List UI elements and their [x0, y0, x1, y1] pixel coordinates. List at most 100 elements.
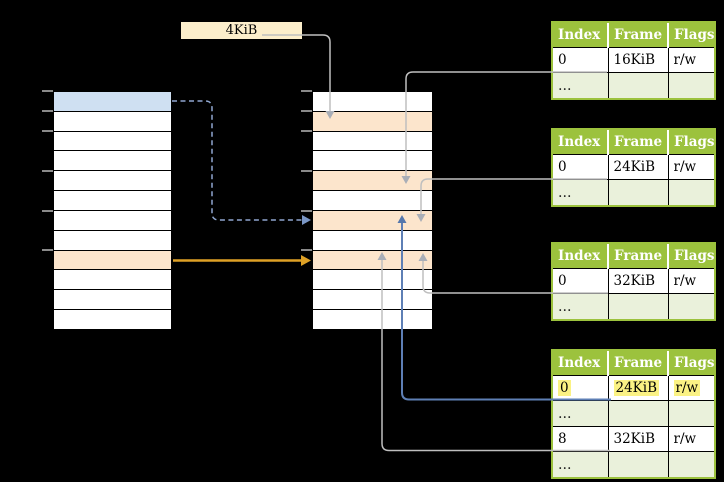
memory-cell-white — [54, 290, 171, 311]
table-cell — [667, 72, 714, 98]
highlighted-value: r/w — [673, 380, 701, 396]
memory-cell-white — [54, 230, 171, 251]
table-cell — [667, 451, 714, 477]
memory-cell-white — [313, 151, 432, 172]
memory-cell-orange — [313, 210, 432, 231]
tick-mark — [301, 210, 312, 212]
table-cell: … — [553, 451, 608, 477]
memory-cell-blue — [54, 92, 171, 112]
column-header-flags: Flags — [667, 23, 715, 48]
table-cell: 32KiB — [607, 426, 668, 452]
tick-mark — [301, 249, 312, 251]
memory-cell-white — [54, 171, 171, 192]
tick-mark — [42, 90, 53, 92]
table-cell: 0 — [553, 47, 608, 73]
arrow-virtual-orange-head — [301, 255, 311, 266]
table-cell: 0 — [553, 154, 608, 180]
memory-cell-white — [54, 111, 171, 132]
table-cell — [607, 400, 668, 427]
table-row: … — [553, 293, 714, 319]
highlighted-value: 0 — [558, 380, 571, 396]
table-cell: r/w — [667, 426, 714, 452]
memory-cell-white — [54, 310, 171, 329]
table-cell: 8 — [553, 426, 608, 452]
memory-cell-white — [54, 131, 171, 152]
table-cell: r/w — [667, 47, 714, 73]
table-row: … — [553, 72, 714, 98]
memory-cell-orange — [313, 111, 432, 132]
memory-cell-orange — [313, 250, 432, 271]
tick-mark — [301, 170, 312, 172]
tick-mark — [42, 249, 53, 251]
table-cell — [607, 451, 668, 477]
memory-cell-white — [54, 151, 171, 172]
memory-cell-white — [313, 230, 432, 251]
table-cell: 0 — [553, 268, 608, 294]
column-header-flags: Flags — [667, 351, 715, 376]
column-header-frame: Frame — [607, 130, 668, 155]
tick-mark — [42, 170, 53, 172]
tick-mark — [42, 130, 53, 132]
table-cell: 0 — [553, 375, 608, 401]
column-header-frame: Frame — [607, 351, 668, 376]
memory-cell-white — [54, 210, 171, 231]
column-header-index: Index — [553, 244, 608, 269]
memory-cell-white — [313, 290, 432, 311]
tick-mark — [301, 110, 312, 112]
table-cell — [667, 400, 714, 427]
table-row: … — [553, 400, 714, 427]
table-cell: … — [553, 293, 608, 319]
memory-cell-white — [54, 270, 171, 291]
memory-cell-white — [313, 92, 432, 112]
memory-cell-orange — [54, 250, 171, 271]
table-cell: 24KiB — [607, 375, 668, 401]
table-row: … — [553, 451, 714, 477]
column-header-flags: Flags — [667, 130, 715, 155]
column-header-index: Index — [553, 130, 608, 155]
column-header-index: Index — [553, 351, 608, 376]
tick-mark — [42, 210, 53, 212]
table-cell — [607, 179, 668, 205]
table-cell — [607, 293, 668, 319]
virtual-memory-column — [53, 91, 172, 330]
table-cell: r/w — [667, 375, 714, 401]
table-cell — [667, 179, 714, 205]
table-cell: 16KiB — [607, 47, 668, 73]
table-cell: r/w — [667, 154, 714, 180]
table-cell: 32KiB — [607, 268, 668, 294]
tick-mark — [42, 110, 53, 112]
arrow-virtual-blue-dashed — [172, 100, 302, 221]
table-cell: … — [553, 400, 608, 427]
column-header-frame: Frame — [607, 23, 668, 48]
arrow-virtual-blue-dashed-head — [302, 215, 311, 225]
highlighted-value: 24KiB — [613, 380, 660, 396]
table-cell: … — [553, 179, 608, 205]
table-row: 0 24KiB r/w — [553, 375, 714, 401]
memory-cell-white — [313, 270, 432, 291]
memory-cell-orange — [313, 171, 432, 192]
column-header-flags: Flags — [667, 244, 715, 269]
table-cell: … — [553, 72, 608, 98]
table-cell — [667, 293, 714, 319]
memory-cell-white — [54, 191, 171, 211]
size-label-4kib: 4KiB — [181, 22, 302, 39]
tick-mark — [301, 130, 312, 132]
column-header-frame: Frame — [607, 244, 668, 269]
memory-cell-white — [313, 310, 432, 329]
memory-cell-white — [313, 131, 432, 152]
physical-memory-column — [312, 91, 433, 330]
tick-mark — [301, 90, 312, 92]
table-cell: r/w — [667, 268, 714, 294]
column-header-index: Index — [553, 23, 608, 48]
table-cell: 24KiB — [607, 154, 668, 180]
table-row: … — [553, 179, 714, 205]
